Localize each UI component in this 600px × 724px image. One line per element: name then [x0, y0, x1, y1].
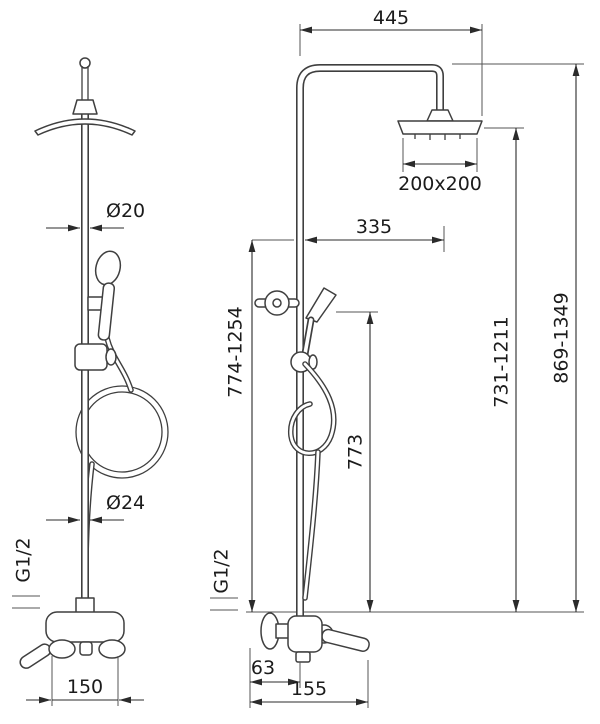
lower-diameter-label: Ø24	[106, 492, 145, 514]
mixer-front	[19, 597, 126, 669]
slider-clamp-front	[74, 343, 117, 371]
dimension-hose-height: 773	[336, 311, 378, 612]
head-size-label: 200x200	[398, 173, 482, 195]
total-height-range-label: 869-1349	[551, 292, 573, 383]
hand-shower-side	[290, 287, 337, 373]
upper-diameter-label: Ø20	[106, 200, 145, 222]
dimension-head-offset: 335	[305, 216, 445, 252]
hose-height-label: 773	[345, 434, 367, 470]
dimension-base-width: 150	[26, 656, 144, 706]
head-offset-label: 335	[356, 216, 392, 238]
hand-shower-hose-front	[75, 335, 169, 605]
dimension-base-depth: 155	[250, 660, 369, 708]
dimension-upper-diameter: Ø20	[46, 200, 145, 232]
side-view: 445 200x200 335 774-1254	[210, 7, 584, 708]
diverter-knob-side	[254, 290, 300, 316]
dimension-column-range: 774-1254	[225, 239, 294, 612]
shower-head-front	[34, 118, 136, 136]
base-width-label: 150	[67, 676, 103, 698]
wall-offset-label: 63	[251, 657, 275, 679]
front-view: Ø20 Ø24 G1/2 150	[12, 57, 169, 706]
dimension-lower-diameter: Ø24	[46, 492, 145, 524]
shower-head-side	[397, 109, 483, 140]
mixer-side	[260, 612, 370, 663]
base-depth-label: 155	[291, 678, 327, 700]
column-range-label: 774-1254	[225, 306, 247, 397]
hand-shower-hose-side	[288, 361, 337, 601]
hand-shower-front	[87, 250, 122, 341]
dimension-wall-offset: 63	[249, 648, 301, 708]
dimension-arm-reach: 445	[299, 7, 483, 116]
dimension-side-thread: G1/2	[210, 548, 238, 611]
front-thread-label: G1/2	[13, 537, 35, 582]
arm-reach-label: 445	[373, 7, 409, 29]
dimension-total-height-range: 869-1349	[452, 63, 584, 612]
head-height-range-label: 731-1211	[491, 316, 513, 407]
dimension-front-thread: G1/2	[12, 537, 40, 609]
riser-pipe-side	[296, 64, 444, 620]
dimension-head-height-range: 731-1211	[484, 127, 524, 612]
side-thread-label: G1/2	[211, 548, 233, 593]
shower-arm-front	[72, 57, 98, 115]
dimension-head-size: 200x200	[398, 138, 482, 195]
